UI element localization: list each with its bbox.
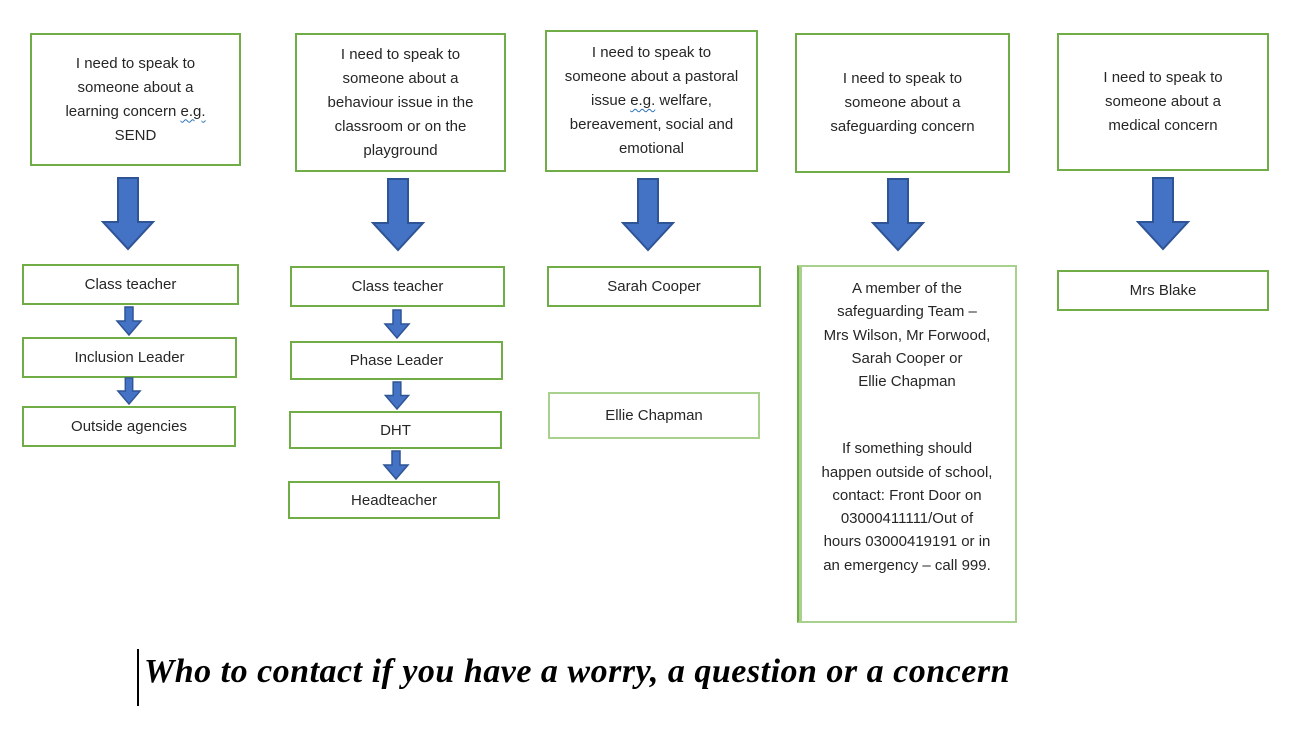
step-label: Class teacher	[84, 276, 177, 293]
step-label: Ellie Chapman	[605, 407, 703, 424]
concern-text-safeguarding: I need to speak to someone about a safeg…	[830, 70, 975, 135]
down-arrow-icon	[100, 177, 156, 251]
step-box-dht: DHT	[289, 411, 502, 449]
step-box-sarah-cooper: Sarah Cooper	[547, 266, 761, 307]
down-arrow-icon	[115, 306, 143, 336]
concern-text-behaviour: I need to speak to someone about a behav…	[327, 45, 474, 159]
page-title: Who to contact if you have a worry, a qu…	[144, 653, 1010, 690]
step-label: Phase Leader	[349, 352, 444, 369]
down-arrow-icon	[870, 178, 926, 252]
text-cursor	[137, 649, 139, 706]
down-arrow-icon	[115, 377, 143, 405]
concern-box-behaviour: I need to speak to someone about a behav…	[295, 33, 506, 172]
concern-pastoral-suffix: welfare, bereavement, social and emotion…	[569, 92, 734, 157]
step-label: Sarah Cooper	[607, 278, 701, 295]
concern-text-pastoral: I need to speak to someone about a pasto…	[557, 41, 746, 161]
concern-box-learning: I need to speak to someone about a learn…	[30, 33, 241, 166]
step-box-class-teacher-behaviour: Class teacher	[290, 266, 505, 307]
concern-text-medical: I need to speak to someone about a medic…	[1103, 69, 1223, 134]
step-box-ellie-chapman: Ellie Chapman	[548, 392, 760, 439]
step-box-phase-leader: Phase Leader	[290, 341, 503, 380]
step-label: Mrs Blake	[1129, 282, 1197, 299]
concern-learning-prefix: I need to speak to someone about a learn…	[65, 54, 196, 120]
concern-learning-suffix: SEND	[114, 126, 157, 144]
step-box-headteacher: Headteacher	[288, 481, 500, 519]
grammar-checked-text: e.g.	[180, 102, 206, 120]
concern-box-medical: I need to speak to someone about a medic…	[1057, 33, 1269, 171]
concern-box-safeguarding: I need to speak to someone about a safeg…	[795, 33, 1010, 173]
down-arrow-icon	[1135, 177, 1191, 251]
concern-text-learning: I need to speak to someone about a learn…	[57, 52, 213, 148]
safeguarding-contacts-box: A member of the safeguarding Team – Mrs …	[797, 265, 1017, 623]
down-arrow-icon	[620, 178, 676, 252]
step-label: Class teacher	[351, 278, 444, 295]
step-box-mrs-blake: Mrs Blake	[1057, 270, 1269, 311]
down-arrow-icon	[382, 450, 410, 480]
safeguarding-team-text: A member of the safeguarding Team – Mrs …	[823, 280, 991, 390]
concern-pastoral-prefix: I need to speak to someone about a pasto…	[564, 44, 739, 109]
step-label: Inclusion Leader	[74, 349, 185, 366]
concern-box-pastoral: I need to speak to someone about a pasto…	[545, 30, 758, 172]
down-arrow-icon	[370, 178, 426, 252]
grammar-checked-text: e.g.	[630, 92, 656, 109]
step-box-inclusion-leader: Inclusion Leader	[22, 337, 237, 378]
step-box-class-teacher-learning: Class teacher	[22, 264, 239, 305]
step-label: Outside agencies	[71, 418, 187, 435]
step-box-outside-agencies: Outside agencies	[22, 406, 236, 447]
down-arrow-icon	[383, 381, 411, 410]
step-label: DHT	[380, 421, 411, 439]
step-label: Headteacher	[351, 491, 437, 509]
safeguarding-outside-hours-text: If something should happen outside of sc…	[821, 440, 993, 574]
down-arrow-icon	[383, 308, 411, 340]
